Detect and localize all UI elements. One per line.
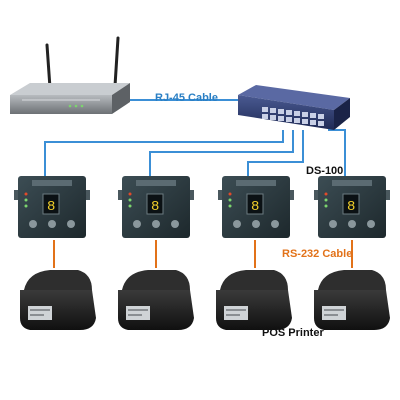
device-server-2: 8 (118, 176, 194, 238)
device-server-3: 8 (218, 176, 294, 238)
pos-printer-1 (20, 270, 96, 330)
pos-printer-4 (314, 270, 390, 330)
svg-text:8: 8 (47, 199, 55, 215)
svg-text:8: 8 (347, 199, 355, 215)
rs232-cable-label: RS-232 Cable (282, 248, 353, 260)
ethernet-cable-device-3 (247, 130, 304, 180)
pos-printer-3 (216, 270, 292, 330)
serial-cables (53, 240, 353, 268)
ethernet-cables (44, 99, 346, 180)
pos-printer-2 (118, 270, 194, 330)
rj45-cable-label: RJ-45 Cable (155, 92, 218, 104)
svg-text:8: 8 (251, 199, 259, 215)
device-server-label: DS-100 (306, 165, 344, 177)
router-icon (10, 36, 130, 114)
pos-printer-label: POS Printer (262, 327, 324, 339)
svg-text:8: 8 (151, 199, 159, 215)
ethernet-cable-device-4 (328, 129, 346, 180)
device-server-1: 8 (14, 176, 90, 238)
ethernet-cable-device-2 (149, 130, 294, 180)
network-switch-icon (238, 85, 350, 130)
ethernet-cable-device-1 (44, 130, 284, 180)
device-server-4: 8 (314, 176, 390, 238)
